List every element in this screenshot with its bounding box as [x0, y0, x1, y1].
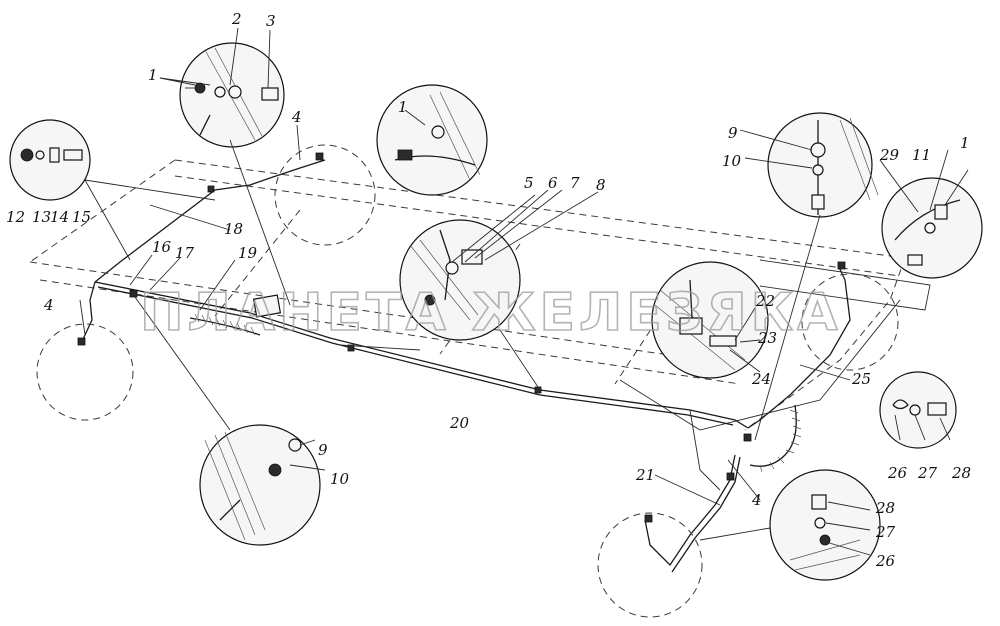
callout-20: 20	[449, 414, 470, 432]
callout-24: 24	[751, 370, 771, 388]
callout-9: 9	[728, 124, 738, 142]
flexible-hose-rear	[749, 404, 802, 473]
callout-14: 14	[50, 208, 69, 226]
inset-clip-26-28	[769, 469, 881, 581]
flexible-hose-front	[189, 313, 261, 336]
callout-23: 23	[757, 329, 777, 347]
watermark-text: ПЛАНЕТА ЖЕЛЕЗЯКА	[140, 283, 841, 343]
callout-22: 22	[755, 292, 775, 310]
callout-6: 6	[548, 174, 558, 192]
callout-1: 1	[398, 98, 408, 116]
callout-1: 1	[960, 134, 970, 152]
callout-10: 10	[330, 470, 350, 488]
callout-7: 7	[570, 174, 580, 192]
callout-8: 8	[596, 176, 606, 194]
inset-fittings-1-2-3	[179, 42, 285, 148]
inset-union-9-10-lower	[199, 424, 321, 546]
inset-union-9-10	[767, 112, 879, 218]
leader-lines	[79, 27, 969, 556]
callout-18: 18	[224, 220, 243, 238]
callout-29: 29	[879, 146, 900, 164]
chassis-frame	[29, 159, 931, 431]
callout-1: 1	[148, 66, 158, 84]
callout-26: 26	[887, 464, 908, 482]
callout-15: 15	[72, 208, 91, 226]
callout-28: 28	[875, 499, 895, 517]
inset-clip-1	[376, 84, 488, 196]
inset-clamp-11-29	[881, 177, 983, 279]
callout-27: 27	[875, 523, 896, 541]
callout-13: 13	[32, 208, 51, 226]
callout-4: 4	[43, 296, 54, 314]
callout-16: 16	[152, 238, 172, 256]
callout-21: 21	[635, 466, 655, 484]
main-brake-pipe	[79, 159, 851, 429]
callout-28: 28	[951, 464, 971, 482]
callout-3: 3	[266, 12, 276, 30]
callout-11: 11	[912, 146, 931, 164]
wheel-outlines	[36, 144, 899, 618]
loose-parts-26-28	[879, 371, 957, 449]
callout-26: 26	[875, 552, 896, 570]
callout-10: 10	[722, 152, 742, 170]
inset-tee-22-24	[651, 261, 769, 379]
callout-4: 4	[751, 491, 762, 509]
pipe-clips	[77, 152, 846, 523]
callout-9: 9	[318, 441, 328, 459]
callout-17: 17	[175, 244, 195, 262]
callout-4: 4	[291, 108, 302, 126]
callout-19: 19	[238, 244, 258, 262]
callout-5: 5	[524, 174, 534, 192]
callout-25: 25	[851, 370, 871, 388]
callout-2: 2	[231, 10, 242, 28]
callout-27: 27	[917, 464, 938, 482]
callout-12: 12	[6, 208, 25, 226]
callout-labels: 1 2 3 4 1 12 13 14 15 18 16 17 19 4 5 6 …	[6, 10, 971, 570]
loose-parts-12-15	[9, 119, 91, 201]
tee-fitting-front	[252, 294, 282, 318]
